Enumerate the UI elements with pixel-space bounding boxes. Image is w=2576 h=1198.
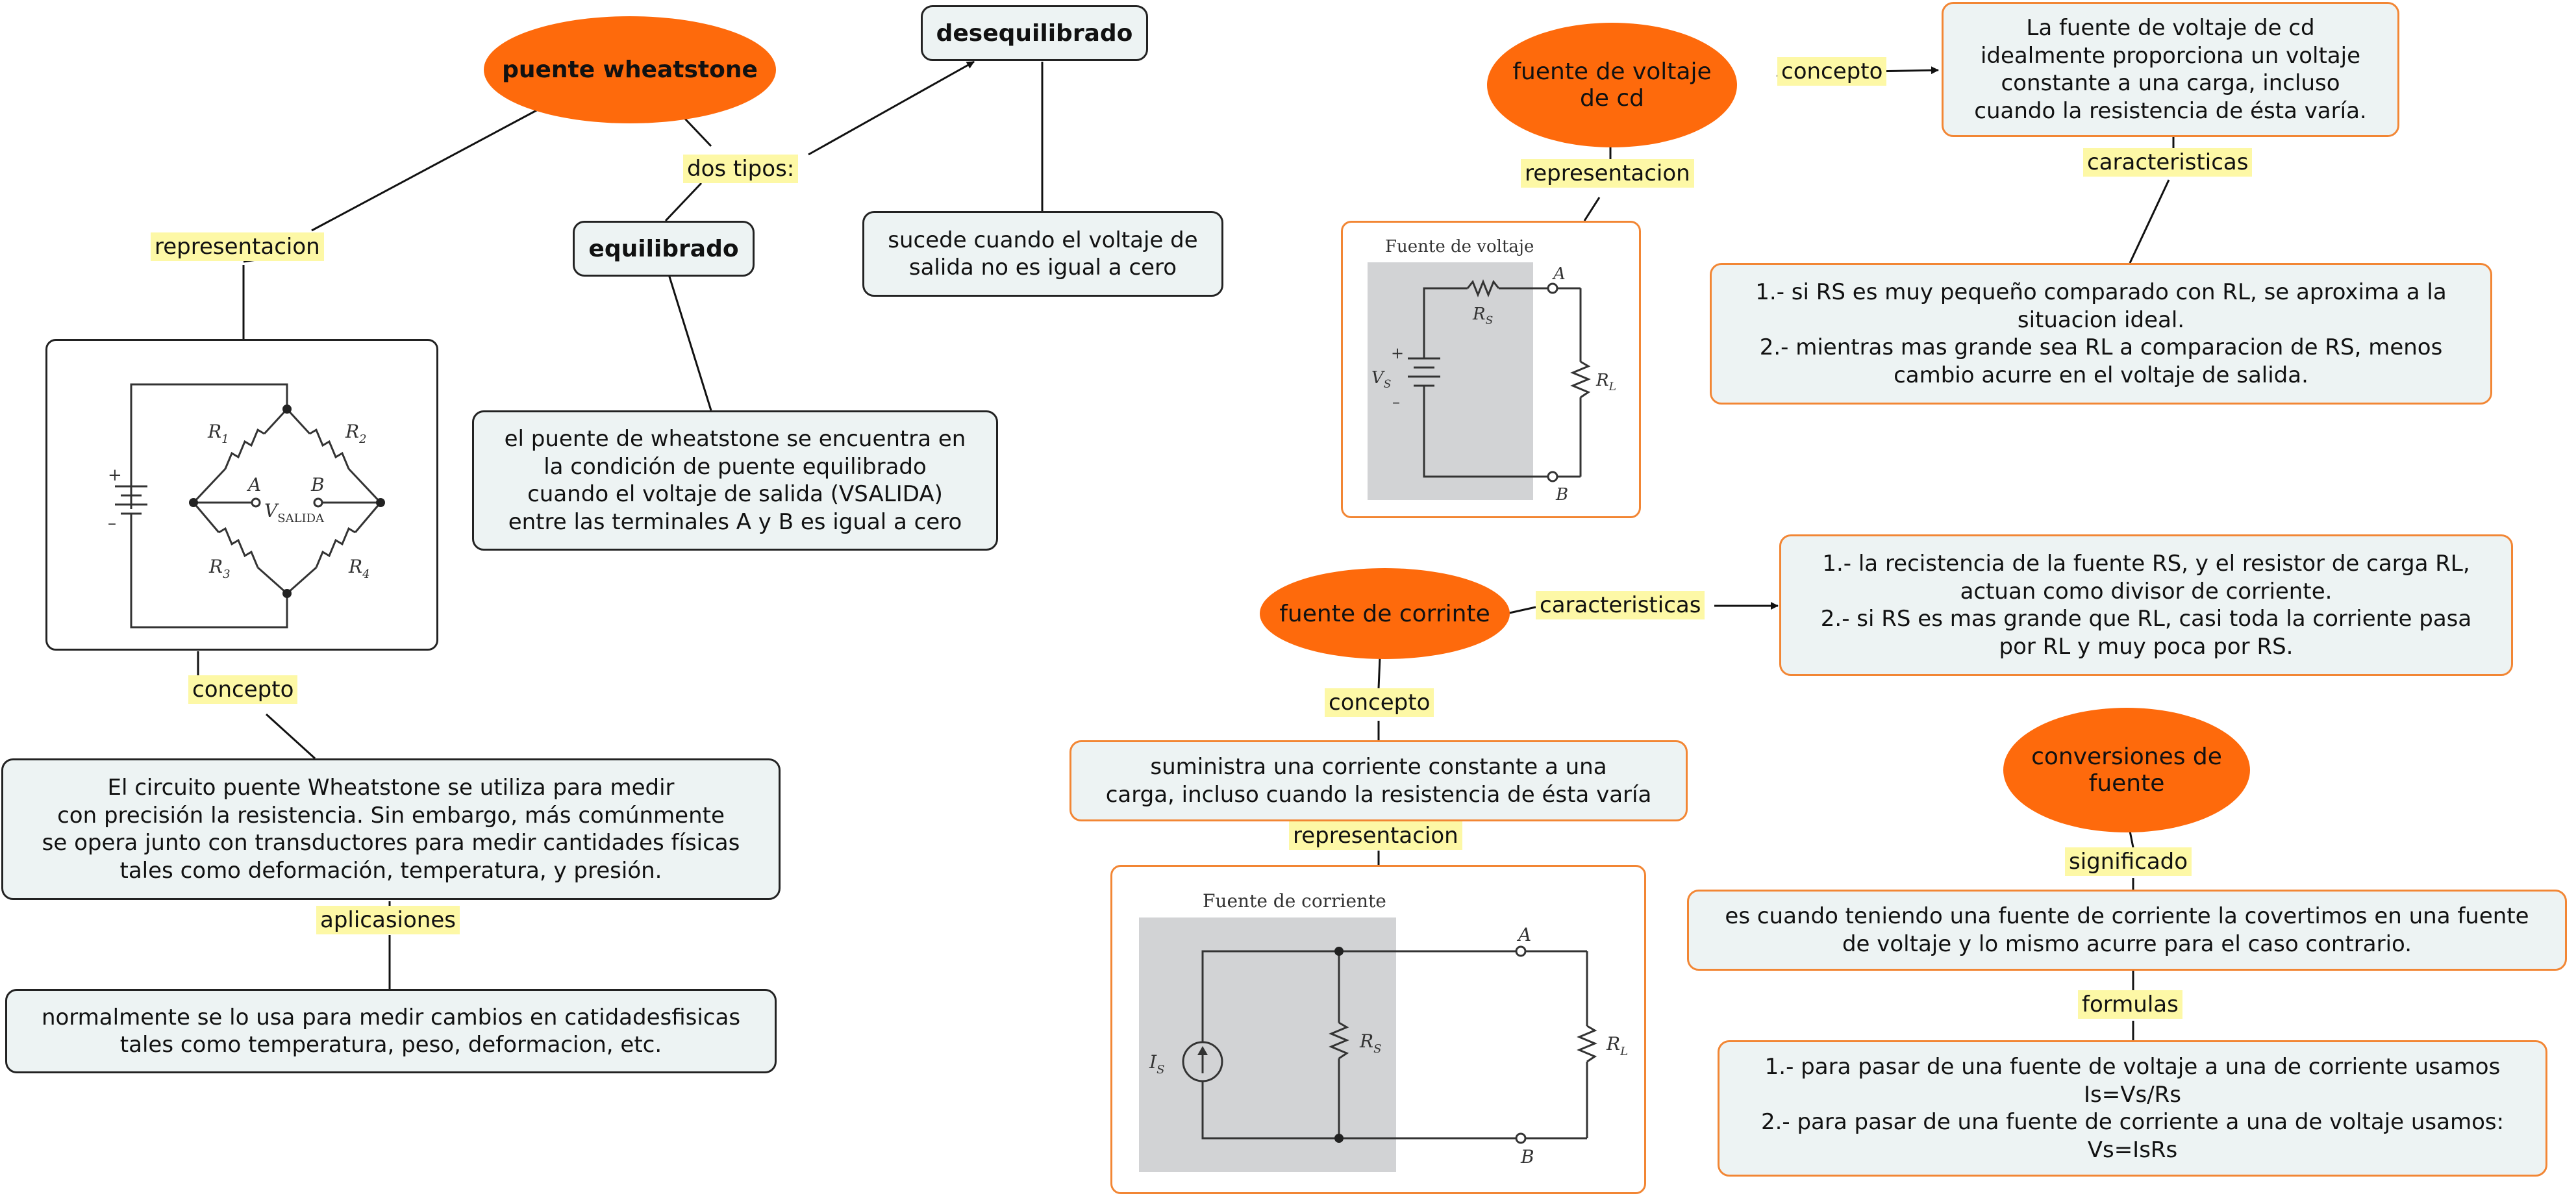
vout-label: V bbox=[264, 500, 279, 521]
current-concepto-label: concepto bbox=[1325, 688, 1434, 717]
vs-minus: – bbox=[1392, 393, 1400, 411]
conversions-formulas-label: formulas bbox=[2078, 990, 2182, 1019]
wheatstone-bridge-circuit: R1 R2 R3 R4 A B VSALIDA + – bbox=[108, 383, 385, 629]
voltage-representacion-label: representacion bbox=[1521, 159, 1694, 188]
vs-rl-label: R bbox=[1595, 371, 1609, 390]
r2-sub: 2 bbox=[358, 432, 366, 446]
voltage-source-circuit: Fuente de voltaje RS VS RL A B + – bbox=[1368, 237, 1616, 505]
current-source-node[interactable]: fuente de corrinte bbox=[1260, 568, 1510, 659]
r3-sub: 3 bbox=[223, 568, 230, 581]
equilibrado-node[interactable]: equilibrado bbox=[573, 221, 755, 277]
wheatstone-representacion-label: representacion bbox=[151, 232, 324, 261]
vout-sub: SALIDA bbox=[277, 512, 325, 525]
voltage-caracteristicas-label: caracteristicas bbox=[2083, 148, 2253, 177]
current-source-circuit: Fuente de corriente IS RS RL A B bbox=[1139, 890, 1628, 1172]
svg-text:R4: R4 bbox=[348, 556, 370, 581]
svg-text:RS: RS bbox=[1359, 1030, 1381, 1056]
voltage-characteristics-box[interactable]: 1.- si RS es muy pequeño comparado con R… bbox=[1710, 263, 2492, 405]
wheatstone-concept-box[interactable]: El circuito puente Wheatstone se utiliza… bbox=[1, 758, 781, 900]
bridge-minus: – bbox=[108, 514, 116, 533]
equilibrado-description[interactable]: el puente de wheatstone se encuentra en … bbox=[472, 410, 998, 551]
r1-label: R bbox=[207, 421, 221, 442]
r1-sub: 1 bbox=[221, 432, 229, 446]
cs-a-label: A bbox=[1516, 924, 1531, 945]
cs-rs-sub: S bbox=[1373, 1042, 1381, 1056]
current-caracteristicas-label: caracteristicas bbox=[1536, 591, 1705, 619]
r4-sub: 4 bbox=[362, 568, 369, 581]
current-source-title: Fuente de corriente bbox=[1203, 890, 1386, 912]
voltage-source-node[interactable]: fuente de voltaje de cd bbox=[1487, 23, 1737, 147]
cs-rl-label: R bbox=[1606, 1033, 1620, 1054]
svg-text:R3: R3 bbox=[208, 556, 231, 581]
vs-rl-sub: L bbox=[1608, 381, 1616, 393]
cs-is-sub: S bbox=[1157, 1063, 1164, 1077]
r4-label: R bbox=[348, 556, 362, 577]
vs-a-label: A bbox=[1552, 264, 1566, 284]
desequilibrado-node[interactable]: desequilibrado bbox=[921, 5, 1148, 61]
current-representacion-label: representacion bbox=[1289, 821, 1462, 850]
desequilibrado-description[interactable]: sucede cuando el voltaje de salida no es… bbox=[862, 211, 1223, 297]
conversions-node[interactable]: conversiones de fuente bbox=[2003, 708, 2250, 832]
current-concept-box[interactable]: suministra una corriente constante a una… bbox=[1069, 740, 1688, 821]
conversions-formulas-box[interactable]: 1.- para pasar de una fuente de voltaje … bbox=[1718, 1040, 2547, 1177]
cs-rs-label: R bbox=[1359, 1030, 1373, 1052]
svg-text:R1: R1 bbox=[207, 421, 229, 446]
r3-label: R bbox=[208, 556, 223, 577]
cs-rl-sub: L bbox=[1619, 1045, 1628, 1058]
wheatstone-aplicaciones-label: aplicasiones bbox=[316, 906, 460, 934]
vs-b-label: B bbox=[1555, 485, 1568, 505]
svg-text:RL: RL bbox=[1595, 371, 1616, 393]
conversions-meaning-box[interactable]: es cuando teniendo una fuente de corrien… bbox=[1687, 890, 2567, 971]
wheatstone-node[interactable]: puente wheatstone bbox=[484, 16, 776, 123]
r2-label: R bbox=[345, 421, 359, 442]
svg-text:R2: R2 bbox=[345, 421, 367, 446]
voltage-concepto-label: concepto bbox=[1777, 57, 1887, 86]
vs-label: V bbox=[1371, 368, 1385, 388]
vs-rs-sub: S bbox=[1486, 314, 1494, 327]
node-b-label: B bbox=[310, 474, 325, 495]
svg-text:RS: RS bbox=[1472, 305, 1493, 327]
voltage-source-title: Fuente de voltaje bbox=[1385, 237, 1534, 256]
cs-b-label: B bbox=[1520, 1146, 1534, 1167]
vs-plus: + bbox=[1391, 344, 1404, 362]
svg-text:IS: IS bbox=[1149, 1051, 1164, 1077]
vs-rs-label: R bbox=[1472, 305, 1486, 324]
svg-text:RL: RL bbox=[1606, 1033, 1628, 1058]
node-a-label: A bbox=[246, 474, 261, 495]
vs-sub: S bbox=[1384, 378, 1392, 391]
dos-tipos-label: dos tipos: bbox=[683, 155, 799, 183]
voltage-concept-box[interactable]: La fuente de voltaje de cd idealmente pr… bbox=[1942, 2, 2399, 137]
wheatstone-concepto-label: concepto bbox=[188, 675, 298, 704]
svg-text:VS: VS bbox=[1371, 368, 1391, 391]
cs-is-label: I bbox=[1149, 1051, 1157, 1073]
wheatstone-applications-box[interactable]: normalmente se lo usa para medir cambios… bbox=[5, 989, 777, 1073]
current-characteristics-box[interactable]: 1.- la recistencia de la fuente RS, y el… bbox=[1779, 534, 2513, 676]
svg-text:VSALIDA: VSALIDA bbox=[264, 500, 325, 525]
conversions-significado-label: significado bbox=[2065, 847, 2192, 876]
bridge-plus: + bbox=[108, 466, 122, 485]
